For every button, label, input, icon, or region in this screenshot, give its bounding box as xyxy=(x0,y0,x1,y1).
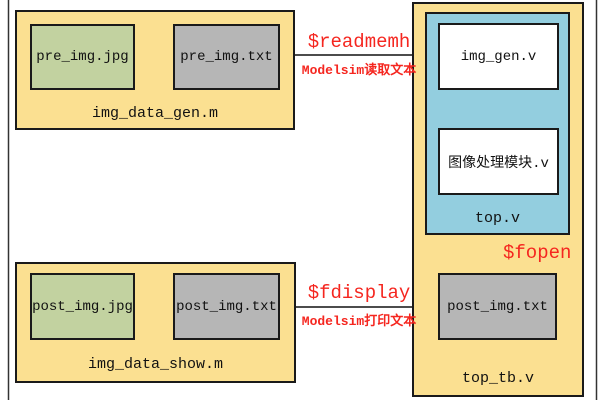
annotation-fopen-command: $fopen xyxy=(503,242,572,264)
node-pre-img-jpg: pre_img.jpg xyxy=(30,24,135,90)
node-post-img-txt-tb-label: post_img.txt xyxy=(447,298,548,315)
node-pre-img-txt-label: pre_img.txt xyxy=(180,49,273,65)
group-img-data-show-label: img_data_show.m xyxy=(87,356,224,373)
annotation-readmemh-note: Modelsim读取文本 xyxy=(301,63,417,78)
node-post-img-jpg: post_img.jpg xyxy=(30,273,135,340)
annotation-fdisplay-note: Modelsim打印文本 xyxy=(301,314,417,329)
node-img-gen-v: img_gen.v xyxy=(438,23,559,90)
node-post-img-jpg-label: post_img.jpg xyxy=(32,298,133,315)
node-post-img-txt-show: post_img.txt xyxy=(173,273,280,340)
annotation-readmemh: $readmemh xyxy=(280,33,438,52)
node-pre-img-txt: pre_img.txt xyxy=(173,24,280,90)
node-proc-module-v: 图像处理模块.v xyxy=(438,128,559,195)
group-img-data-gen-label: img_data_gen.m xyxy=(91,105,219,122)
annotation-fdisplay-command: $fdisplay xyxy=(307,282,411,304)
node-proc-module-v-label: 图像处理模块.v xyxy=(448,155,549,172)
annotation-fdisplay: $fdisplay xyxy=(280,284,438,303)
node-pre-img-jpg-label: pre_img.jpg xyxy=(36,49,129,65)
node-post-img-txt-tb: post_img.txt xyxy=(438,273,557,340)
module-top-v-label: top.v xyxy=(474,210,520,227)
annotation-fopen: $fopen xyxy=(503,244,571,263)
node-post-img-txt-show-label: post_img.txt xyxy=(176,298,277,315)
node-img-gen-v-label: img_gen.v xyxy=(460,48,537,65)
annotation-readmemh-command: $readmemh xyxy=(307,31,411,53)
group-top-tb-label: top_tb.v xyxy=(461,370,534,387)
